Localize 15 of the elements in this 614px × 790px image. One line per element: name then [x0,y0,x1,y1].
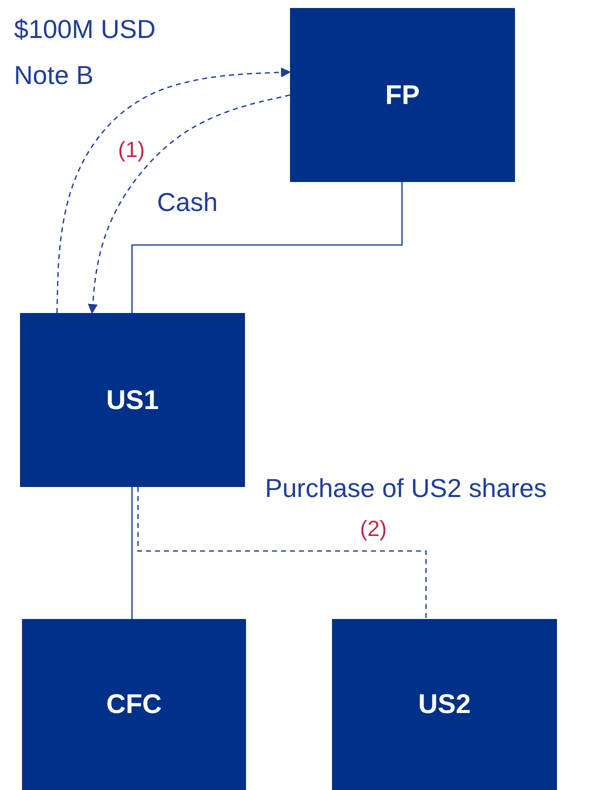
arrow [56,67,291,314]
flow-label: Purchase of US2 shares [265,473,547,504]
step-number: (2) [360,516,387,542]
flow-label: Cash [157,187,218,218]
note-label: Note B [14,60,94,91]
entity-box: FP [290,8,515,182]
amount-label: $100M USD [14,14,156,45]
entity-box: US1 [20,313,245,487]
step-number: (1) [118,137,145,163]
entity-box: CFC [22,619,246,790]
connector-line [131,182,403,313]
entity-box: US2 [332,619,557,790]
connector-line [131,487,133,619]
arrow [88,94,290,314]
connector-line [137,487,427,619]
